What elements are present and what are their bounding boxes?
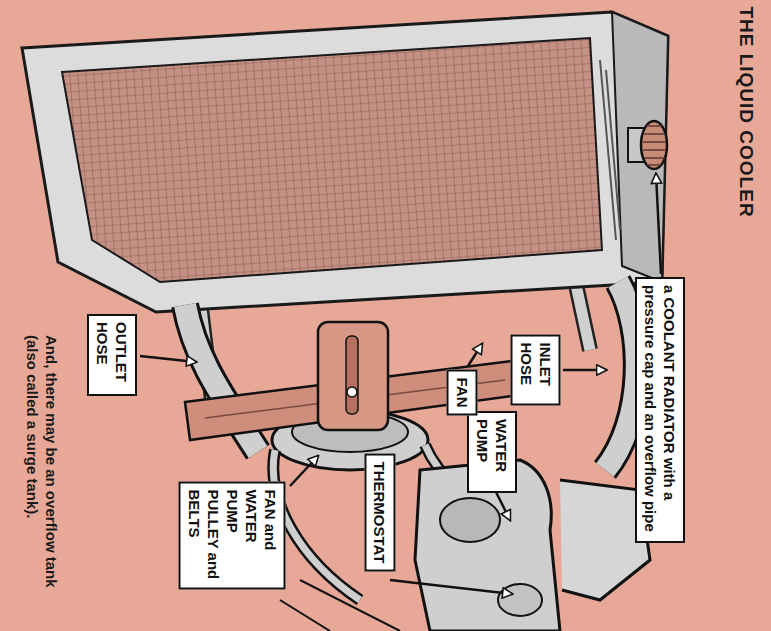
leader-line	[390, 580, 512, 594]
callout-label: THERMOSTAT	[370, 461, 389, 563]
fan-hub	[318, 322, 388, 430]
callout-label: WATER PUMP	[473, 419, 511, 485]
radiator-core	[62, 38, 602, 282]
callout-box: FAN and WATER PUMP PULLEY and BELTS	[179, 481, 286, 589]
fan-hub-slot	[346, 336, 358, 414]
callout-box: INLET HOSE	[510, 335, 560, 406]
leader-line	[468, 344, 482, 366]
caption: And, there may be an overflow tank (also…	[23, 335, 61, 605]
leader-line	[496, 492, 510, 520]
callout-label: a COOLANT RADIATOR with a pressure cap a…	[641, 285, 679, 535]
callout-label: OUTLET HOSE	[93, 322, 131, 388]
radiator-side	[612, 12, 668, 282]
pressure-cap	[641, 121, 667, 169]
title: THE LIQUID COOLER	[734, 6, 756, 217]
cap-ridges	[643, 126, 666, 165]
callout-box: FAN	[447, 369, 478, 415]
callout-box: OUTLET HOSE	[87, 314, 137, 396]
thermostat-housing	[498, 584, 542, 616]
shading	[600, 60, 620, 240]
inlet-hose	[605, 282, 637, 470]
engine-detail	[280, 580, 400, 631]
radiator-leg	[575, 280, 590, 350]
callout-box: a COOLANT RADIATOR with a pressure cap a…	[635, 277, 685, 543]
radiator-frame	[22, 12, 668, 312]
leader-lines	[140, 174, 661, 594]
fan-bolt	[347, 387, 357, 397]
leader-line	[140, 356, 196, 362]
radiator-leg	[575, 280, 590, 350]
callout-label: INLET HOSE	[516, 343, 554, 398]
inlet-hose	[605, 282, 637, 470]
callout-box: THERMOSTAT	[364, 453, 395, 571]
callout-label: FAN	[453, 377, 472, 407]
pump-housing	[440, 498, 500, 542]
leader-line	[290, 456, 318, 486]
callout-box: WATER PUMP	[467, 411, 517, 493]
leader-line	[656, 174, 661, 274]
callout-label: FAN and WATER PUMP PULLEY and BELTS	[185, 489, 280, 581]
leader-line	[563, 369, 606, 372]
